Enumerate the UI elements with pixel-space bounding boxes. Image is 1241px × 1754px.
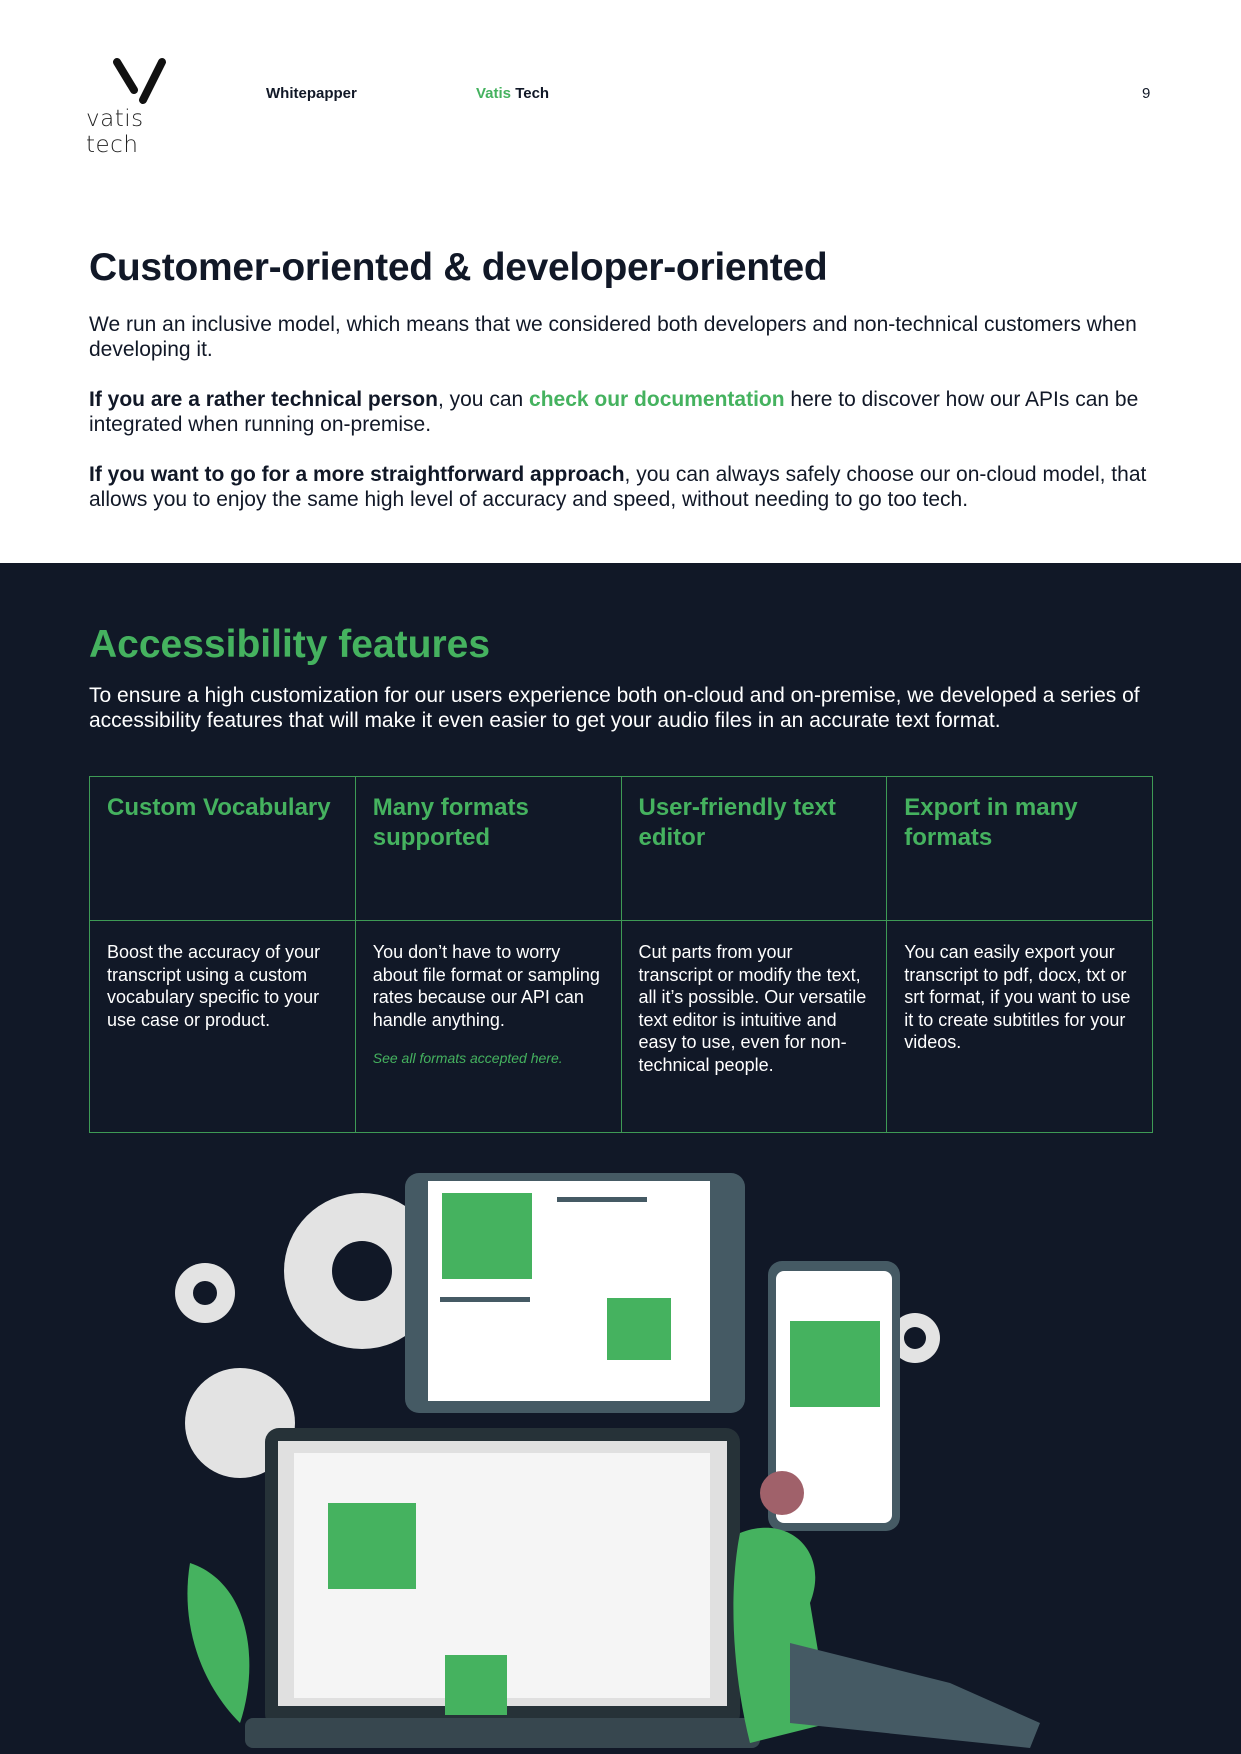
paragraph: If you want to go for a more straightfor… bbox=[89, 462, 1164, 512]
doc-type: Whitepapper bbox=[266, 85, 357, 102]
section-title: Customer-oriented & developer-oriented bbox=[89, 246, 828, 289]
feature-title: User-friendly text editor bbox=[620, 776, 888, 921]
brand-name: Vatis Tech bbox=[476, 85, 549, 102]
tablet-icon bbox=[405, 1173, 745, 1413]
feature-text: Cut parts from your transcript or modify… bbox=[620, 920, 888, 1133]
section-customer-developer: Customer-oriented & developer-oriented W… bbox=[89, 246, 1164, 537]
section-accessibility: Accessibility features To ensure a high … bbox=[0, 563, 1241, 1754]
bold-text: If you are a rather technical person bbox=[89, 388, 438, 411]
page-header: vatis tech Whitepapper Vatis Tech 9 bbox=[0, 0, 1241, 158]
bold-text: If you want to go for a more straightfor… bbox=[89, 463, 625, 486]
documentation-link[interactable]: check our documentation bbox=[529, 388, 785, 411]
laptop-icon bbox=[245, 1428, 760, 1748]
phone-icon bbox=[768, 1261, 900, 1531]
page-number: 9 bbox=[1142, 85, 1151, 102]
feature-text: You don’t have to worry about file forma… bbox=[372, 942, 600, 1030]
formats-link[interactable]: See all formats accepted here. bbox=[372, 1050, 563, 1066]
feature-text: Boost the accuracy of your transcript us… bbox=[89, 920, 356, 1133]
brand-dark: Tech bbox=[515, 85, 550, 102]
paragraph: We run an inclusive model, which means t… bbox=[89, 313, 1137, 361]
person-icon bbox=[733, 1471, 1040, 1748]
paragraph: If you are a rather technical person, yo… bbox=[89, 387, 1164, 437]
text: here to discover how our APIs can be int… bbox=[89, 388, 1139, 436]
feature-cell: You don’t have to worry about file forma… bbox=[354, 920, 622, 1133]
feature-title: Many formats supported bbox=[354, 776, 622, 921]
text: , you can bbox=[437, 388, 530, 411]
text: , you can always safely choose our on-cl… bbox=[89, 463, 1147, 511]
vatis-tech-logo: vatis tech bbox=[86, 56, 196, 158]
features-table: Custom Vocabulary Many formats supported… bbox=[89, 776, 1153, 1133]
feature-text: You can easily export your transcript to… bbox=[886, 920, 1153, 1133]
section-intro: To ensure a high customization for our u… bbox=[89, 684, 1140, 732]
feature-title: Export in many formats bbox=[886, 776, 1153, 921]
logo-text: vatis tech bbox=[86, 106, 144, 158]
devices-illustration bbox=[175, 1173, 1040, 1748]
logo-v-icon bbox=[113, 58, 166, 104]
feature-title: Custom Vocabulary bbox=[89, 776, 356, 921]
leaf-icon bbox=[187, 1563, 250, 1723]
brand-green: Vatis bbox=[476, 85, 512, 102]
section-title: Accessibility features bbox=[89, 623, 491, 666]
